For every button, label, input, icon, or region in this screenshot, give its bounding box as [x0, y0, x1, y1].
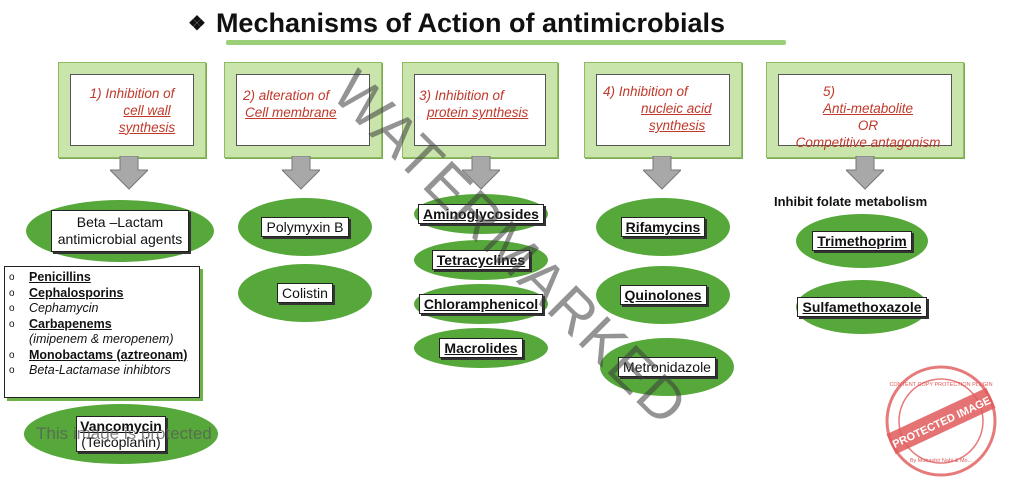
mechanism-1-line2: cell wall: [123, 102, 171, 118]
mechanism-3-line2: protein synthesis: [427, 105, 529, 120]
mechanism-4-line2: nucleic acid: [641, 101, 712, 116]
protected-notice: This image is protected: [36, 424, 212, 443]
quinolones-label: Quinolones: [619, 285, 707, 305]
rifamycins-oval: Rifamycins: [596, 198, 730, 256]
mechanism-4-line3: synthesis: [649, 118, 706, 133]
macrolides-label: Macrolides: [439, 338, 523, 358]
mechanism-box-cell-wall: 1) Inhibition of cell wall synthesis: [58, 62, 206, 158]
trimethoprim-oval: Trimethoprim: [796, 214, 928, 268]
tetracyclines-label: Tetracyclines: [431, 250, 531, 270]
folate-heading: Inhibit folate metabolism: [774, 194, 928, 209]
sulfamethoxazole-oval: Sulfamethoxazole: [796, 280, 928, 334]
mechanism-box-nucleic-acid: 4) Inhibition of nucleic acid synthesis: [584, 62, 742, 158]
polymyxin-oval: Polymyxin B: [238, 198, 372, 256]
macrolides-oval: Macrolides: [414, 328, 548, 368]
mechanism-5-line2: OR: [857, 118, 879, 133]
beta-lactam-line1: Beta –Lactam: [76, 214, 164, 230]
list-item: (imipenem & meropenem): [29, 332, 174, 346]
metronidazole-oval: Metronidazole: [600, 338, 734, 396]
rifamycins-label: Rifamycins: [620, 217, 706, 237]
stamp-top-text: CONTENT COPY PROTECTION PLUGIN: [889, 382, 992, 388]
down-arrow-icon: [462, 156, 500, 190]
chloramphenicol-oval: Chloramphenicol: [414, 284, 548, 324]
polymyxin-label: Polymyxin B: [261, 217, 349, 237]
metronidazole-label: Metronidazole: [618, 357, 716, 377]
stamp-bottom-text: By Mubashir Nabi & Mo...: [910, 458, 973, 464]
beta-lactam-label: Beta –Lactam antimicrobial agents: [50, 210, 190, 252]
mechanism-box-protein-synthesis: 3) Inhibition of protein synthesis: [402, 62, 558, 158]
page-title: ❖ Mechanisms of Action of antimicrobials: [188, 8, 725, 39]
chloramphenicol-label: Chloramphenicol: [418, 294, 544, 314]
mechanism-2-line1: 2) alteration of: [243, 88, 330, 103]
beta-lactam-oval: Beta –Lactam antimicrobial agents: [26, 200, 214, 262]
diamond-bullet-icon: ❖: [188, 13, 206, 35]
mechanism-box-cell-membrane: 2) alteration of Cell membrane: [224, 62, 382, 158]
down-arrow-icon: [846, 156, 884, 190]
colistin-oval: Colistin: [238, 264, 372, 322]
mechanism-box-anti-metabolite: 5) Anti-metabolite OR Competitive antago…: [766, 62, 964, 158]
mechanism-1-line1: 1) Inhibition of: [89, 85, 175, 101]
colistin-label: Colistin: [277, 283, 333, 303]
mechanism-4-line1: 4) Inhibition of: [603, 84, 688, 99]
title-text: Mechanisms of Action of antimicrobials: [215, 8, 726, 38]
tetracyclines-oval: Tetracyclines: [414, 240, 548, 280]
aminoglycosides-oval: Aminoglycosides: [414, 194, 548, 234]
mechanism-5-line1: Anti-metabolite: [822, 101, 914, 116]
vancomycin-line1: Vancomycin: [80, 418, 162, 434]
vancomycin-label: Vancomycin (Teicoplanin): [76, 416, 166, 452]
mechanism-3-line1: 3) Inhibition of: [419, 88, 504, 103]
beta-lactam-line2: antimicrobial agents: [57, 231, 183, 247]
vancomycin-oval: Vancomycin (Teicoplanin): [24, 404, 218, 464]
sulfamethoxazole-label: Sulfamethoxazole: [797, 297, 927, 317]
aminoglycosides-label: Aminoglycosides: [418, 204, 544, 224]
vancomycin-line2: (Teicoplanin): [81, 434, 161, 450]
mechanism-1-line3: synthesis: [118, 119, 176, 135]
protected-image-stamp-icon: PROTECTED IMAGE CONTENT COPY PROTECTION …: [885, 365, 997, 477]
down-arrow-icon: [643, 156, 681, 190]
down-arrow-icon: [282, 156, 320, 190]
down-arrow-icon: [110, 156, 148, 190]
mechanism-5-number: 5): [822, 84, 835, 99]
quinolones-oval: Quinolones: [596, 266, 730, 324]
mechanism-2-line2: Cell membrane: [245, 105, 337, 120]
trimethoprim-label: Trimethoprim: [812, 231, 912, 251]
mechanism-5-line3: Competitive antagonism: [795, 135, 941, 150]
title-underline: [226, 40, 786, 45]
